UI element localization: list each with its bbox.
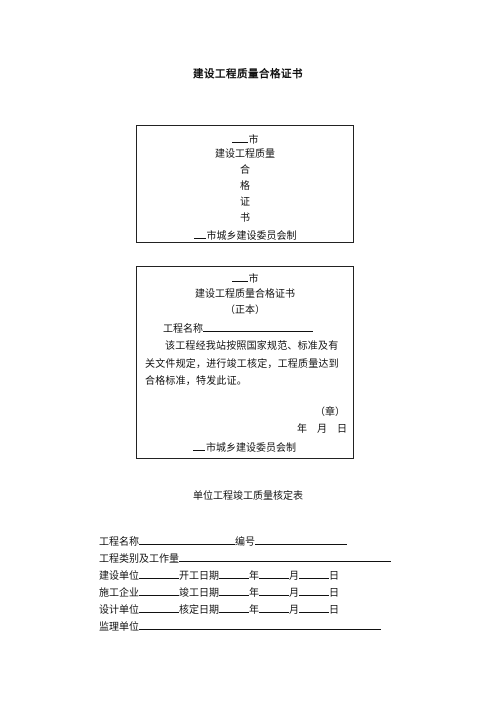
completion-quality-form: 工程名称编号 工程类别及工作量 建设单位开工日期年月日 施工企业竣工日期年月日 … — [99, 533, 391, 635]
form-row-builder: 建设单位 开工日期 年 月 日 — [99, 567, 391, 584]
day-label: 日 — [329, 605, 339, 616]
cert-seal: （章） — [315, 407, 345, 418]
start-day-field[interactable] — [299, 567, 329, 579]
finish-date-label: 竣工日期 — [179, 588, 219, 599]
cert-date: 年 月 日 — [297, 424, 347, 435]
number-field[interactable] — [255, 533, 347, 545]
cert-project-name-line: 工程名称 — [163, 321, 379, 336]
cover-city-suffix: 市 — [248, 135, 259, 146]
form-title: 单位工程竣工质量核定表 — [193, 491, 303, 502]
maker-blank — [193, 440, 205, 451]
month-label: 月 — [289, 605, 299, 616]
certificate-main-box: 市 建设工程质量合格证书 （正本） 工程名称 该工程经我站按照国家规范、标准及有… — [136, 266, 354, 459]
category-label: 工程类别及工作量 — [99, 554, 179, 565]
project-name-blank — [203, 321, 313, 332]
day-label: 日 — [329, 588, 339, 599]
city-blank — [231, 132, 248, 143]
cert-subtitle: （正本） — [225, 305, 265, 316]
builder-label: 建设单位 — [99, 571, 139, 582]
project-name-field[interactable] — [139, 533, 235, 545]
start-month-field[interactable] — [259, 567, 289, 579]
cover-char: 合 — [240, 165, 250, 176]
number-label: 编号 — [235, 537, 255, 548]
category-field[interactable] — [179, 550, 391, 562]
cert-title: 建设工程质量合格证书 — [195, 289, 295, 300]
verify-year-field[interactable] — [219, 601, 249, 613]
start-date-label: 开工日期 — [179, 571, 219, 582]
verify-date-label: 核定日期 — [179, 605, 219, 616]
month-label: 月 — [289, 588, 299, 599]
cert-city-line: 市 — [137, 271, 353, 286]
cert-project-label: 工程名称 — [163, 324, 203, 335]
cover-char: 格 — [240, 181, 250, 192]
constructor-field[interactable] — [139, 584, 179, 596]
finish-year-field[interactable] — [219, 584, 249, 596]
form-row-designer: 设计单位 核定日期 年 月 日 — [99, 601, 391, 618]
verify-month-field[interactable] — [259, 601, 289, 613]
city-blank — [231, 271, 248, 282]
month-label: 月 — [289, 571, 299, 582]
certificate-cover-box: 市 建设工程质量 合 格 证 书 市城乡建设委员会制 — [136, 125, 354, 243]
year-label: 年 — [249, 605, 259, 616]
year-label: 年 — [249, 571, 259, 582]
cover-maker-line: 市城乡建设委员会制 — [137, 228, 353, 243]
day-label: 日 — [329, 571, 339, 582]
cert-body-text: 该工程经我站按照国家规范、标准及有关文件规定，进行竣工核定，工程质量达到合格标准… — [145, 341, 339, 387]
project-name-label: 工程名称 — [99, 537, 139, 548]
form-row-supervisor: 监理单位 — [99, 618, 391, 635]
cover-char: 证 — [240, 197, 250, 208]
form-row-project: 工程名称 编号 — [99, 533, 391, 550]
designer-field[interactable] — [139, 601, 179, 613]
cert-maker-line: 市城乡建设委员会制 — [193, 440, 296, 455]
start-year-field[interactable] — [219, 567, 249, 579]
supervisor-label: 监理单位 — [99, 622, 139, 633]
cover-city-line: 市 — [137, 132, 353, 147]
cert-city-suffix: 市 — [248, 274, 259, 285]
builder-field[interactable] — [139, 567, 179, 579]
cover-maker: 市城乡建设委员会制 — [206, 231, 297, 242]
constructor-label: 施工企业 — [99, 588, 139, 599]
finish-day-field[interactable] — [299, 584, 329, 596]
designer-label: 设计单位 — [99, 605, 139, 616]
cover-char: 书 — [240, 213, 250, 224]
finish-month-field[interactable] — [259, 584, 289, 596]
form-row-category: 工程类别及工作量 — [99, 550, 391, 567]
document-title: 建设工程质量合格证书 — [193, 68, 303, 80]
year-label: 年 — [249, 588, 259, 599]
supervisor-field[interactable] — [139, 618, 381, 630]
verify-day-field[interactable] — [299, 601, 329, 613]
maker-blank — [193, 228, 206, 239]
cover-line-2: 建设工程质量 — [215, 149, 275, 160]
form-row-constructor: 施工企业 竣工日期 年 月 日 — [99, 584, 391, 601]
cert-maker: 市城乡建设委员会制 — [206, 443, 296, 454]
